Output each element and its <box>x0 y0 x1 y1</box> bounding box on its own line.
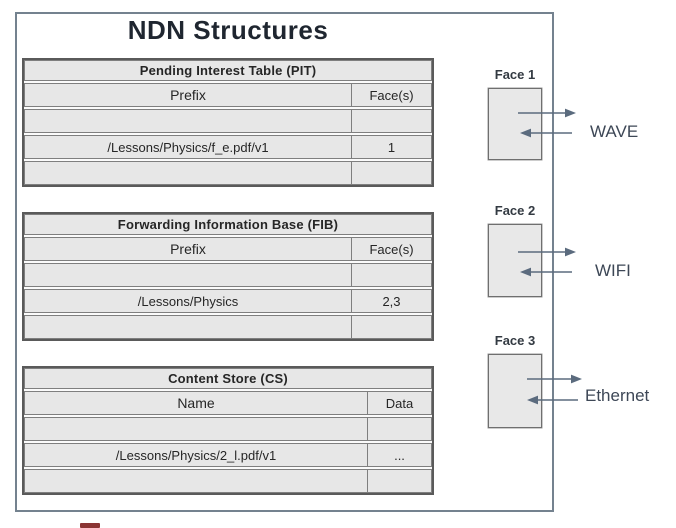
cs-cell-name-empty <box>25 418 367 440</box>
fib-cell-prefix-value: /Lessons/Physics <box>137 293 239 309</box>
fib-cell-faces-empty <box>351 264 431 286</box>
table-row <box>24 417 432 441</box>
table-row <box>24 263 432 287</box>
cs-cell-data-value: ... <box>367 444 431 466</box>
fib-table: Forwarding Information Base (FIB) Prefix… <box>22 212 434 341</box>
fib-cell-prefix-empty <box>25 316 351 338</box>
face3-box <box>488 354 542 428</box>
wave-network-label: WAVE <box>590 122 639 141</box>
fib-cell-faces-empty <box>351 316 431 338</box>
pit-cell-prefix-empty <box>25 162 351 184</box>
table-row <box>24 161 432 185</box>
pit-col-prefix: Prefix <box>170 87 206 103</box>
fib-col-faces: Face(s) <box>351 238 431 260</box>
pit-cell-faces-empty <box>351 162 431 184</box>
fib-cell-faces-value: 2,3 <box>351 290 431 312</box>
pit-header-row: Prefix Face(s) <box>24 83 432 107</box>
table-row <box>24 469 432 493</box>
cs-col-name: Name <box>177 395 215 411</box>
fib-table-title: Forwarding Information Base (FIB) <box>24 214 432 235</box>
pit-cell-prefix-value: /Lessons/Physics/f_e.pdf/v1 <box>107 139 269 155</box>
pit-cell-prefix-empty <box>25 110 351 132</box>
diagram-title: NDN Structures <box>127 15 329 45</box>
pit-cell-faces-empty <box>351 110 431 132</box>
cs-cell-data-empty <box>367 418 431 440</box>
ethernet-network-label: Ethernet <box>585 386 650 405</box>
fib-table-title-label: Forwarding Information Base (FIB) <box>117 217 339 232</box>
face1-box <box>488 88 542 160</box>
cs-cell-name-value: /Lessons/Physics/2_l.pdf/v1 <box>115 447 277 463</box>
pit-table-title: Pending Interest Table (PIT) <box>24 60 432 81</box>
cs-col-data: Data <box>367 392 431 414</box>
table-row: /Lessons/Physics 2,3 <box>24 289 432 313</box>
fib-header-row: Prefix Face(s) <box>24 237 432 261</box>
table-row <box>24 315 432 339</box>
table-row: /Lessons/Physics/2_l.pdf/v1 ... <box>24 443 432 467</box>
pit-col-faces: Face(s) <box>351 84 431 106</box>
table-row: /Lessons/Physics/f_e.pdf/v1 1 <box>24 135 432 159</box>
pit-cell-faces-value: 1 <box>351 136 431 158</box>
cs-table-title: Content Store (CS) <box>24 368 432 389</box>
fib-col-prefix: Prefix <box>170 241 206 257</box>
face1-label: Face 1 <box>494 67 536 82</box>
face2-box <box>488 224 542 297</box>
bottom-edge-artifact <box>80 523 100 528</box>
cs-table-title-label: Content Store (CS) <box>168 371 288 386</box>
cs-cell-name-empty <box>25 470 367 492</box>
fib-cell-prefix-empty <box>25 264 351 286</box>
pit-table: Pending Interest Table (PIT) Prefix Face… <box>22 58 434 187</box>
cs-header-row: Name Data <box>24 391 432 415</box>
pit-table-title-label: Pending Interest Table (PIT) <box>139 63 317 78</box>
face2-label: Face 2 <box>494 203 536 218</box>
wifi-network-label: WIFI <box>595 261 631 280</box>
face3-label: Face 3 <box>494 333 536 348</box>
table-row <box>24 109 432 133</box>
cs-cell-data-empty <box>367 470 431 492</box>
cs-table: Content Store (CS) Name Data /Lessons/Ph… <box>22 366 434 495</box>
